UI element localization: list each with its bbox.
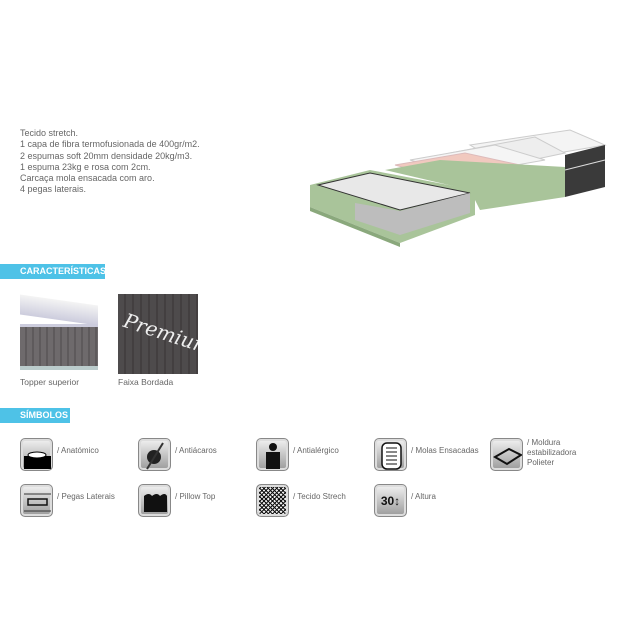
symbol-label: / Antiácaros: [175, 446, 217, 455]
symbol-label: / Altura: [411, 492, 436, 501]
section-header-features: CARACTERÍSTICAS: [0, 264, 106, 279]
desc-line: 1 capa de fibra termofusionada de 400gr/…: [20, 139, 200, 150]
stretch-fabric-icon: [256, 484, 289, 517]
symbol-pillow-top: / Pillow Top: [138, 484, 255, 517]
desc-line: 4 pegas laterais.: [20, 184, 87, 195]
mattress-layers-image: [310, 129, 607, 247]
feature-caption: Faixa Bordada: [118, 377, 174, 387]
symbol-pocket-springs: / Molas Ensacadas: [374, 438, 491, 471]
desc-line: Tecido stretch.: [20, 128, 79, 138]
frame-icon: [490, 438, 523, 471]
pocket-springs-icon: [374, 438, 407, 471]
desc-line: Carcaça mola ensacada com aro.: [20, 173, 155, 184]
symbol-anti-mite: / Antiácaros: [138, 438, 255, 471]
symbol-height: 30↕ / Altura: [374, 484, 491, 517]
desc-line: 2 espumas soft 20mm densidade 20kg/m3.: [20, 150, 193, 161]
height-icon: 30↕: [374, 484, 407, 517]
section-header-symbols: SÍMBOLOS: [0, 408, 70, 423]
symbol-label: / Antialérgico: [293, 446, 339, 455]
product-description: Tecido stretch. 1 capa de fibra termofus…: [20, 128, 200, 196]
symbol-label: / Moldura estabilizadora Polieter: [527, 438, 577, 467]
symbol-label: / Pegas Laterais: [57, 492, 115, 501]
desc-line: 1 espuma 23kg e rosa com 2cm.: [20, 161, 151, 172]
anti-mite-icon: [138, 438, 171, 471]
height-icon-text: 30: [380, 493, 395, 508]
anatomic-icon: [20, 438, 53, 471]
symbol-anti-allergic: / Antialérgico: [256, 438, 373, 471]
pillow-top-icon: [138, 484, 171, 517]
symbol-stretch-fabric: / Tecido Strech: [256, 484, 373, 517]
symbol-anatomic: / Anatómico: [20, 438, 137, 471]
symbol-label: / Tecido Strech: [293, 492, 346, 501]
feature-caption: Topper superior: [20, 377, 80, 387]
symbol-frame: / Moldura estabilizadora Polieter: [490, 438, 587, 471]
feature-embroidered-band: Premium Faixa Bordada: [118, 294, 198, 387]
premium-band-image: Premium: [118, 294, 198, 374]
topper-image: [20, 294, 100, 374]
feature-topper: Topper superior: [20, 294, 100, 387]
symbol-label: / Molas Ensacadas: [411, 446, 479, 455]
symbol-label: / Anatómico: [57, 446, 99, 455]
symbol-side-handles: / Pegas Laterais: [20, 484, 137, 517]
symbol-label: / Pillow Top: [175, 492, 216, 501]
side-handles-icon: [20, 484, 53, 517]
anti-allergic-icon: [256, 438, 289, 471]
